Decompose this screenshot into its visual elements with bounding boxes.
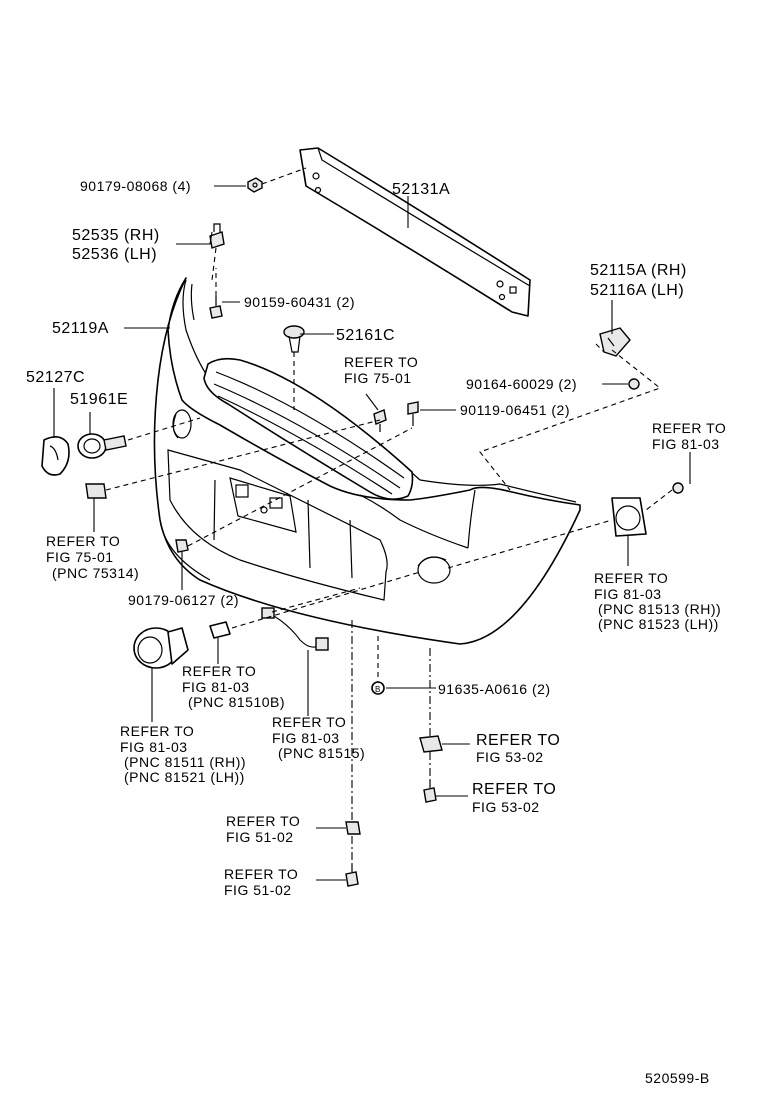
label-51961E: 51961E xyxy=(70,391,128,408)
label-refer-81-03-fog-3: (PNC 81513 (RH)) xyxy=(598,601,721,617)
label-90164-60029: 90164-60029 (2) xyxy=(466,376,577,392)
label-90179-06127: 90179-06127 (2) xyxy=(128,592,239,608)
label-52116A: 52116A (LH) xyxy=(590,282,684,299)
label-refer-75-01-left-2: FIG 75-01 xyxy=(46,549,114,565)
label-refer-81-03-right-1: REFER TO xyxy=(652,420,726,436)
label-refer-53-02-b-2: FIG 53-02 xyxy=(472,799,540,815)
label-refer-51-02-a-2: FIG 51-02 xyxy=(226,829,294,845)
label-refer-75-01-top-1: REFER TO xyxy=(344,354,418,370)
label-refer-81-03-fog-1: REFER TO xyxy=(594,570,668,586)
label-refer-53-02-b-1: REFER TO xyxy=(472,781,556,798)
fog-lamp-right xyxy=(611,482,684,537)
retainer-52535 xyxy=(209,223,225,249)
assembly-guide-lines xyxy=(105,167,673,864)
screw-51-02-b xyxy=(345,864,359,887)
label-refer-75-01-left-1: REFER TO xyxy=(46,533,120,549)
label-refer-75-01-left-3: (PNC 75314) xyxy=(52,565,139,581)
label-52127C: 52127C xyxy=(26,369,85,386)
svg-text:B: B xyxy=(375,685,380,694)
bolt-91635-A0616: B xyxy=(371,681,385,695)
label-refer-81-03-fog-2: FIG 81-03 xyxy=(594,586,662,602)
towing-eye-51961E xyxy=(77,433,127,459)
label-52119A: 52119A xyxy=(52,320,109,337)
label-52536: 52536 (LH) xyxy=(72,246,157,263)
part-labels: 90179-08068 (4) 52131A 52535 (RH) 52536 … xyxy=(26,178,726,1086)
label-refer-81-03-bulb-1: REFER TO xyxy=(182,663,256,679)
label-refer-51-02-a-1: REFER TO xyxy=(226,813,300,829)
screw-90164-60029 xyxy=(628,378,640,390)
label-refer-75-01-top-2: FIG 75-01 xyxy=(344,370,412,386)
label-refer-81-03-right-2: FIG 81-03 xyxy=(652,436,720,452)
label-refer-81-03-wire-2: FIG 81-03 xyxy=(272,730,340,746)
label-refer-81-03-fog-4: (PNC 81523 (LH)) xyxy=(598,616,719,632)
label-refer-53-02-a-2: FIG 53-02 xyxy=(476,749,544,765)
label-refer-81-03-lamp-3: (PNC 81511 (RH)) xyxy=(124,754,246,770)
clip-52161C xyxy=(283,325,305,353)
fog-lamp-left xyxy=(133,627,189,669)
tow-hook-cover-52127C xyxy=(41,436,70,476)
bumper-reinforcement-bar xyxy=(299,147,531,317)
screw-90159-60431 xyxy=(209,296,223,319)
label-refer-51-02-b-2: FIG 51-02 xyxy=(224,882,292,898)
label-refer-53-02-a-1: REFER TO xyxy=(476,732,560,749)
screw-53-02-b xyxy=(423,780,437,803)
wire-harness-81515 xyxy=(261,607,329,651)
label-90179-08068: 90179-08068 (4) xyxy=(80,178,191,194)
label-refer-81-03-bulb-3: (PNC 81510B) xyxy=(188,694,285,710)
fog-bulb-81510B xyxy=(209,621,231,639)
clip-53-02-a xyxy=(419,735,443,753)
label-52535: 52535 (RH) xyxy=(72,227,160,244)
connector-75314 xyxy=(85,483,107,499)
diagram-id: 520599-B xyxy=(645,1070,710,1086)
bracket-52115A xyxy=(599,327,631,357)
label-52161C: 52161C xyxy=(336,327,395,344)
label-refer-81-03-lamp-2: FIG 81-03 xyxy=(120,739,188,755)
bolt-90119-06451 xyxy=(373,401,419,432)
label-52131A: 52131A xyxy=(392,181,450,198)
clip-51-02-a xyxy=(345,821,361,835)
label-refer-51-02-b-1: REFER TO xyxy=(224,866,298,882)
label-90119-06451: 90119-06451 (2) xyxy=(460,402,570,418)
label-refer-81-03-bulb-2: FIG 81-03 xyxy=(182,679,250,695)
label-91635-A0616: 91635-A0616 (2) xyxy=(438,681,551,697)
label-refer-81-03-lamp-4: (PNC 81521 (LH)) xyxy=(124,769,245,785)
label-refer-81-03-wire-3: (PNC 81515) xyxy=(278,745,365,761)
label-refer-81-03-wire-1: REFER TO xyxy=(272,714,346,730)
label-refer-81-03-lamp-1: REFER TO xyxy=(120,723,194,739)
nut-90179-08068 xyxy=(247,177,263,193)
label-52115A: 52115A (RH) xyxy=(590,262,687,279)
leader-lines xyxy=(53,185,691,881)
nut-90179-06127 xyxy=(175,539,189,553)
label-90159-60431: 90159-60431 (2) xyxy=(244,294,355,310)
